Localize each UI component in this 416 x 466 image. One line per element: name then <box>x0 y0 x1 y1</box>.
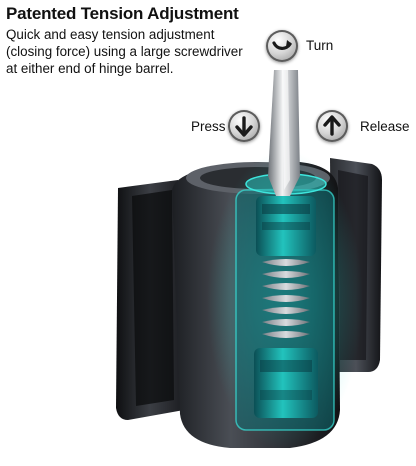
arrow-down-icon <box>228 110 260 142</box>
heading: Patented Tension Adjustment <box>6 4 239 23</box>
turn-label: Turn <box>306 38 334 53</box>
description-line: (closing force) using a large screwdrive… <box>6 44 243 59</box>
rotate-icon <box>266 30 298 62</box>
press-label: Press <box>191 119 226 134</box>
description: Quick and easy tension adjustment (closi… <box>6 26 296 77</box>
release-label: Release <box>360 119 410 134</box>
description-line: at either end of hinge barrel. <box>6 61 174 76</box>
arrow-up-icon <box>316 110 348 142</box>
description-line: Quick and easy tension adjustment <box>6 27 215 42</box>
